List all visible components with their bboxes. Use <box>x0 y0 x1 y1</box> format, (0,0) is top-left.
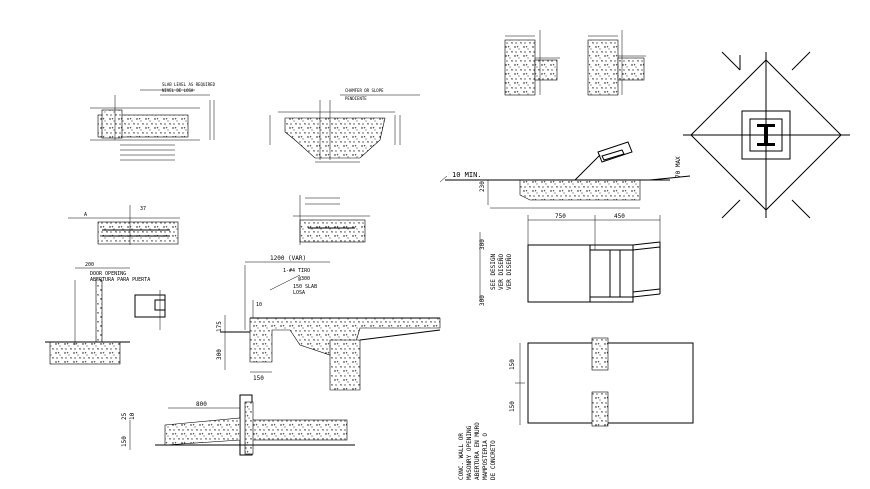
ramp-section: 10 MIN. 230 70 MAX <box>439 141 691 209</box>
dim-150-b: 150 <box>509 401 516 412</box>
stepped-footing-section: 1200 (VAR) 1-#4 TIRO @300 150 SLAB LOSA … <box>216 255 441 391</box>
note-slab-level: SLAB LEVEL AS REQUIRED <box>162 82 216 87</box>
dim-37: 37 <box>140 206 146 212</box>
wall-section-top-right <box>587 30 646 96</box>
slab-section-small-2 <box>293 195 370 245</box>
note-losa: LOSA <box>293 290 305 296</box>
dim-150-bot: 150 <box>253 375 264 382</box>
dim-1200: 1200 (VAR) <box>270 255 306 262</box>
slab-curb-section: 800 150 25 10 <box>121 394 355 456</box>
label-see-design: SEE DESIGN <box>490 253 497 290</box>
dim-300-side: 300 <box>216 349 223 360</box>
dim-10-left: 10 <box>129 412 136 420</box>
dim-450: 450 <box>614 213 625 220</box>
dim-10: 10 <box>256 302 262 308</box>
label-door-opening: DOOR OPENING <box>90 271 126 277</box>
dim-175: 175 <box>216 321 223 332</box>
note-pendiente: PENDIENTE <box>345 96 367 101</box>
label-abertura-puerta: ABERTURA PARA PUERTA <box>90 277 150 283</box>
label-mamposteria: MAMPOSTERIA O <box>482 433 489 480</box>
note-at-300: @300 <box>298 276 310 282</box>
dim-150-a: 150 <box>509 359 516 370</box>
dim-300-top: 300 <box>479 239 486 250</box>
ramp-plan: 750 450 300 300 SEE DESIGN VER DISEÑO VE… <box>479 213 661 306</box>
label-ver-diseno: VER DISEÑO <box>498 253 505 290</box>
dim-300-bot: 300 <box>479 295 486 306</box>
wall-section-top-left <box>504 30 560 96</box>
note-chamfer: CHAMFER OR SLOPE <box>345 88 384 93</box>
column-base-plan <box>683 51 850 219</box>
dim-800: 800 <box>196 401 207 408</box>
door-opening-section: 200 DOOR OPENING ABERTURA PARA PUERTA <box>45 262 166 365</box>
dim-150-left: 150 <box>121 436 128 447</box>
slab-section-small-1: A 37 <box>68 205 180 245</box>
wall-opening-elevation: 150 150 CONC. WALL OR MASONRY OPENING AB… <box>458 337 694 480</box>
slab-edge-section-1: SLAB LEVEL AS REQUIRED NIVEL DE LOSA <box>90 82 216 161</box>
dim-220: 200 <box>85 262 94 268</box>
label-abertura-muro: ABERTURA EN MURO <box>474 422 481 480</box>
dim-750: 750 <box>555 213 566 220</box>
note-slab: 150 SLAB <box>293 284 317 290</box>
note-nivel-losa: NIVEL DE LOSA <box>162 88 194 93</box>
note-bar: 1-#4 TIRO <box>283 268 310 274</box>
label-masonry-opening: MASONRY OPENING <box>466 425 473 480</box>
label-conc-wall: CONC. WALL OR <box>458 433 465 480</box>
slab-chamfer-section: CHAMFER OR SLOPE PENDIENTE <box>269 88 420 163</box>
label-ver-diseno-2: VER DISEÑO <box>506 253 513 290</box>
dim-230: 230 <box>479 181 486 192</box>
label-70-max: 70 MAX <box>675 156 682 178</box>
dim-a: A <box>84 212 87 218</box>
label-10-min: 10 MIN. <box>452 171 482 179</box>
label-de-concreto: DE CONCRETO <box>490 440 497 480</box>
dim-25: 25 <box>121 412 128 420</box>
